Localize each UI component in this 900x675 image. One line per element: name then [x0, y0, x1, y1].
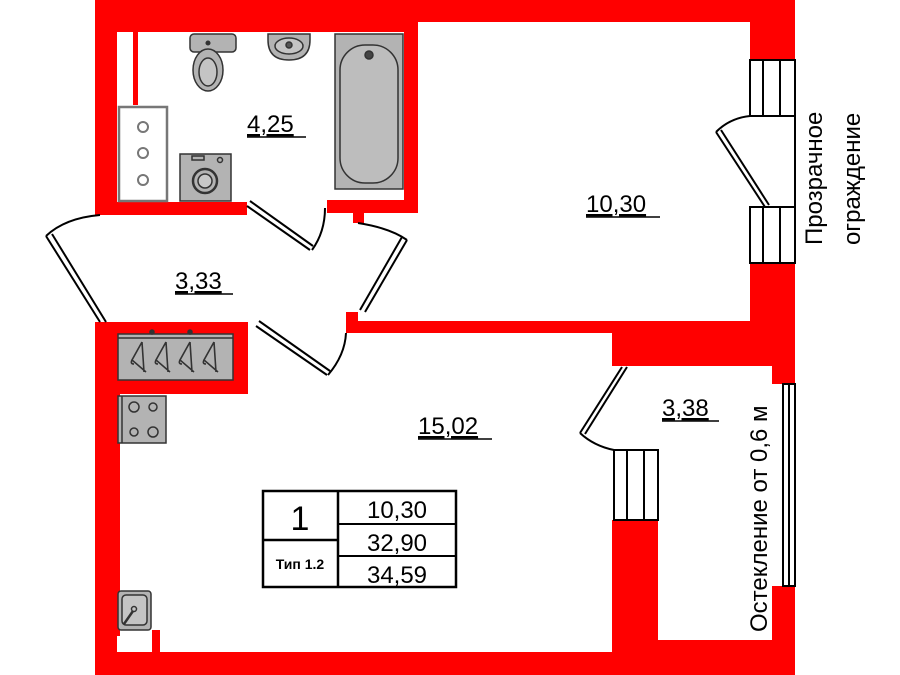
apartment-type: Тип 1.2 — [276, 556, 325, 572]
summary-table: 1 Тип 1.2 10,30 32,90 34,59 — [261, 489, 458, 589]
riser-shaft-icon — [117, 105, 169, 203]
kitchen-door — [255, 320, 347, 376]
room-area-kitchen-living: 15,02 — [418, 413, 478, 440]
bedroom-window-upper — [749, 59, 796, 117]
room-area-loggia: 3,38 — [662, 395, 709, 422]
bathroom-door — [246, 200, 326, 251]
living-area: 10,30 — [367, 497, 427, 524]
room-area-bathroom: 4,25 — [247, 111, 294, 138]
rooms-count: 1 — [291, 500, 310, 538]
niche — [117, 636, 152, 652]
entrance-door — [45, 214, 107, 323]
room-area-hallway: 3,33 — [175, 268, 222, 295]
transparent-railing-label-1: Прозрачное — [801, 112, 828, 245]
sink-icon — [267, 33, 311, 61]
toilet-icon — [189, 33, 237, 92]
bathtub-icon — [334, 33, 404, 190]
room-labels: 4,25 3,33 10,30 15,02 3,38 — [175, 111, 719, 440]
kitchen-sink-icon — [117, 590, 152, 631]
loggia-glazing — [782, 383, 796, 587]
washing-machine-icon — [179, 153, 232, 202]
loggia-door — [579, 366, 628, 451]
loggia-window — [613, 449, 659, 521]
balcony-door — [715, 115, 796, 208]
walls — [95, 0, 795, 675]
glazing-label: Остекление от 0,6 м — [746, 405, 773, 632]
total-area: 32,90 — [367, 530, 427, 557]
bedroom-door — [357, 222, 408, 313]
stove-icon — [117, 395, 167, 444]
wardrobe-icon — [117, 329, 234, 381]
total-area-with-loggia: 34,59 — [367, 562, 427, 589]
room-area-bedroom: 10,30 — [586, 191, 646, 218]
transparent-railing-label-2: ограждение — [839, 113, 866, 245]
bedroom-window-lower — [749, 206, 796, 264]
